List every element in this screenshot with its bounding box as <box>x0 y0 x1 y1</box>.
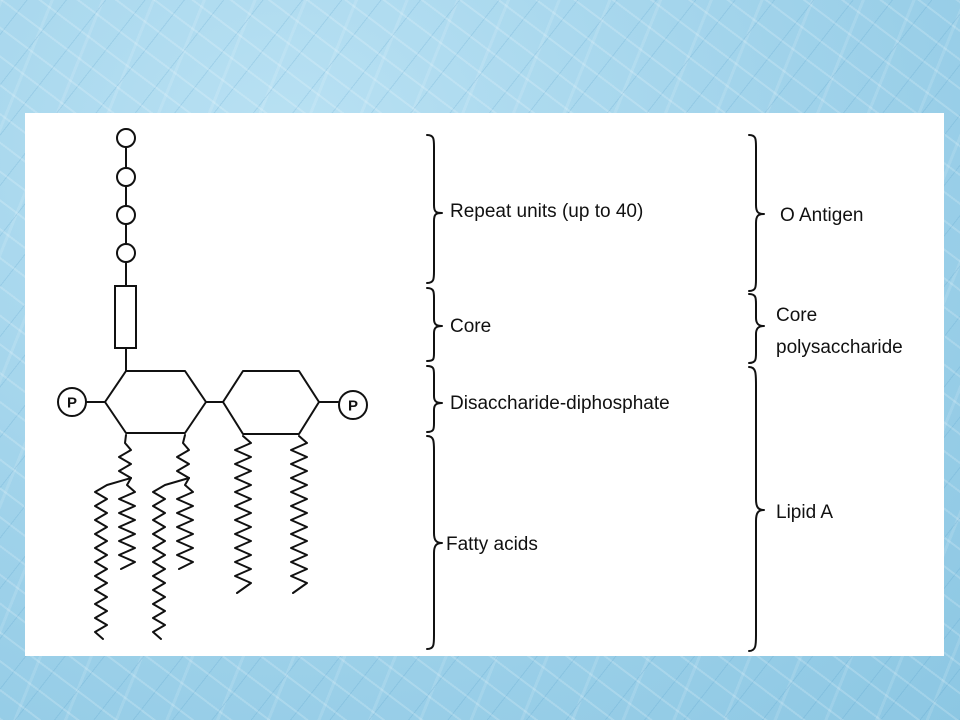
disaccharide-diphosphate: P P <box>57 370 368 435</box>
diagram-panel: P P Repeat units (up <box>25 113 944 656</box>
brace-repeat-units <box>426 134 443 284</box>
repeat-unit-bead <box>116 243 136 263</box>
label-core: Core <box>450 316 492 337</box>
label-disaccharide-diphosphate: Disaccharide-diphosphate <box>450 393 670 414</box>
brace-fatty-acids <box>426 435 443 650</box>
repeat-unit-bead <box>116 205 136 225</box>
fatty-acid-stem <box>176 434 190 479</box>
lps-structure-diagram: P P <box>57 128 765 652</box>
phosphate-label-right: P <box>348 398 358 415</box>
phosphate-circle-left <box>57 387 87 417</box>
sugar-hexagon-right <box>222 370 320 435</box>
fatty-acid-stem <box>118 434 132 479</box>
fatty-acid-chain <box>234 435 252 594</box>
fatty-acid-chain <box>94 477 132 640</box>
fatty-acid-chain <box>152 477 190 640</box>
fatty-acid-chain <box>176 477 194 570</box>
label-o-antigen: O Antigen <box>780 205 864 226</box>
brace-core-polysaccharide <box>748 293 765 364</box>
repeat-unit-bead <box>116 167 136 187</box>
repeat-unit-chain <box>114 128 137 372</box>
repeat-unit-bead <box>116 128 136 148</box>
core-sugar-block <box>114 285 137 349</box>
phosphate-circle-right <box>338 390 368 420</box>
phosphate-label-left: P <box>67 395 77 412</box>
brace-disaccharide <box>426 365 443 433</box>
label-core-polysaccharide-line2: polysaccharide <box>776 337 903 358</box>
brace-o-antigen <box>748 134 765 292</box>
brace-lipid-a <box>748 366 765 652</box>
brace-core <box>426 287 443 362</box>
fatty-acid-chain <box>118 477 136 570</box>
region-braces <box>748 134 765 652</box>
label-repeat-units: Repeat units (up to 40) <box>450 201 644 222</box>
label-fatty-acids: Fatty acids <box>446 534 538 555</box>
component-braces <box>426 134 443 650</box>
fatty-acid-chain <box>290 435 308 594</box>
fatty-acid-chains <box>94 434 308 640</box>
label-core-polysaccharide-line1: Core <box>776 305 818 326</box>
label-lipid-a: Lipid A <box>776 502 834 523</box>
sugar-hexagon-left <box>104 370 207 434</box>
